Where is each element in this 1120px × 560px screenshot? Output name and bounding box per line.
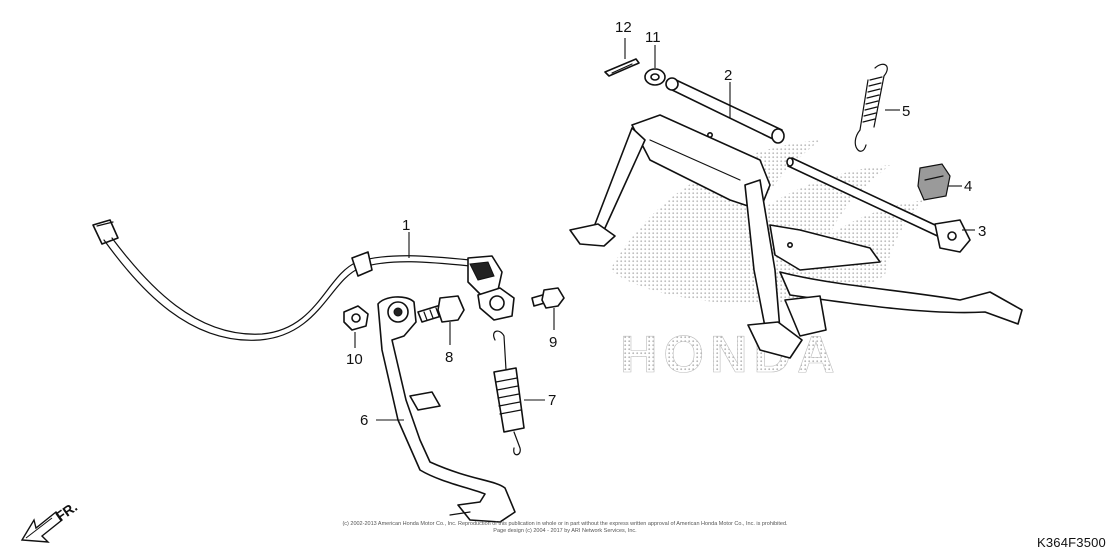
callout-7: 7 [548, 392, 556, 409]
copyright-line-2: Page design (c) 2004 - 2017 by ARI Netwo… [493, 528, 637, 534]
callout-5: 5 [902, 103, 910, 120]
cotter-pin-part[interactable] [604, 58, 640, 77]
copyright-line-1: (c) 2002-2013 American Honda Motor Co., … [342, 521, 788, 527]
switch-bolt-part[interactable] [531, 287, 565, 309]
callout-4: 4 [964, 178, 972, 195]
copyright-notice: (c) 2002-2013 American Honda Motor Co., … [315, 521, 815, 535]
side-stand-switch-part[interactable] [92, 219, 515, 341]
callout-12: 12 [615, 19, 632, 36]
diagram-code-label: K364F3500 [1036, 535, 1106, 550]
callout-1: 1 [402, 217, 410, 234]
callout-6: 6 [360, 412, 368, 429]
stand-spring-part[interactable] [854, 63, 888, 152]
pivot-shaft-part[interactable] [786, 157, 971, 253]
callout-9: 9 [549, 334, 557, 351]
pivot-bolt-part[interactable] [417, 295, 465, 323]
callout-10: 10 [346, 351, 363, 368]
stopper-rubber-part[interactable] [917, 163, 951, 201]
washer-part[interactable] [644, 68, 666, 86]
callout-11: 11 [645, 29, 661, 46]
front-direction-arrow-icon [20, 511, 63, 543]
side-stand-bar-part[interactable] [377, 296, 516, 523]
nut-part[interactable] [343, 305, 369, 331]
main-stand-part[interactable] [569, 77, 1023, 359]
side-stand-spring-part[interactable] [493, 330, 525, 456]
callout-8: 8 [445, 349, 453, 366]
callout-2: 2 [724, 67, 732, 84]
callout-3: 3 [978, 223, 986, 240]
